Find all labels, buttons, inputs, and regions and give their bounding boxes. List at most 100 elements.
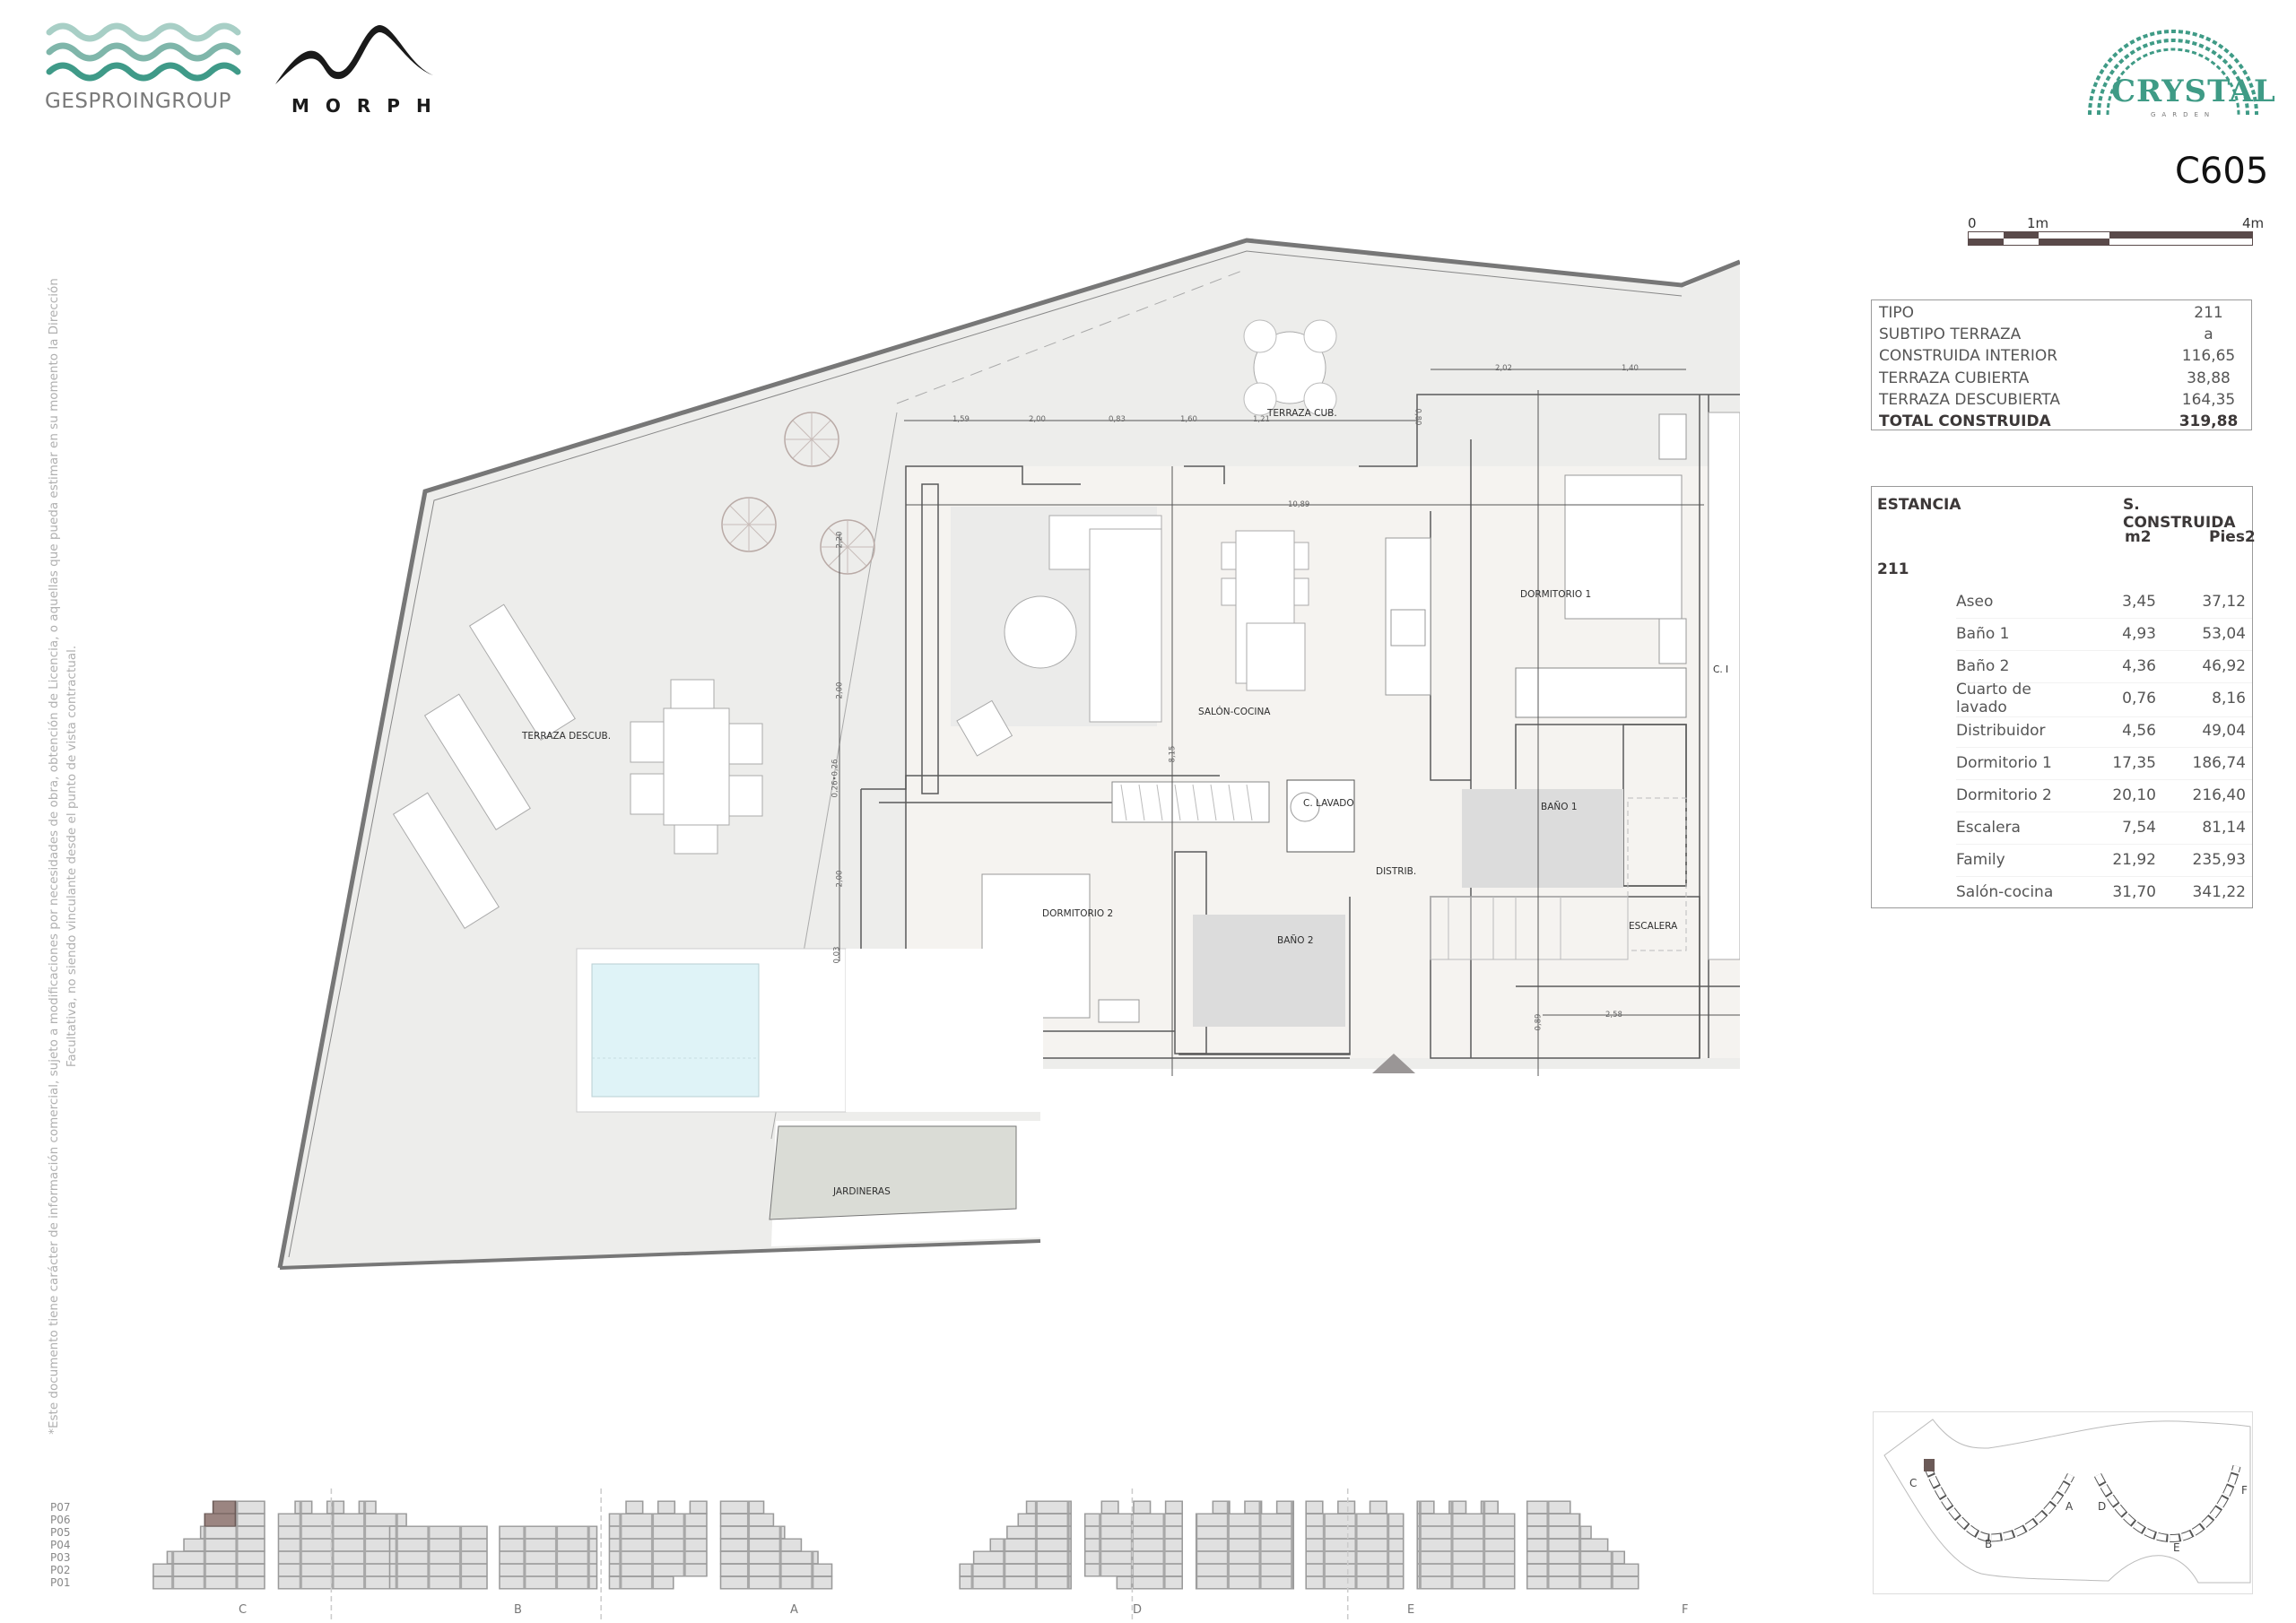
label-dormitorio-1: DORMITORIO 1 xyxy=(1520,589,1592,600)
dim-label: 1,21 xyxy=(1253,415,1270,424)
header-superficie: S. CONSTRUIDA xyxy=(2123,496,2236,532)
summary-label: CONSTRUIDA INTERIOR xyxy=(1879,347,2058,366)
key-plan: C B A D E F xyxy=(1873,1411,2253,1594)
floor-label-p06: P06 xyxy=(50,1514,71,1526)
gesproin-logo: GESPROINGROUP xyxy=(43,22,258,120)
label-dormitorio-2: DORMITORIO 2 xyxy=(1042,908,1114,919)
room-pies2: 216,40 xyxy=(2192,786,2246,804)
label-terraza-cub: TERRAZA CUB. xyxy=(1267,408,1337,419)
summary-label: SUBTIPO TERRAZA xyxy=(1879,325,2022,344)
key-label-a: A xyxy=(2066,1500,2074,1513)
dim-label: 1,60 xyxy=(1180,415,1197,424)
label-jardineras: JARDINERAS xyxy=(833,1186,891,1197)
summary-label: TOTAL CONSTRUIDA xyxy=(1879,412,2051,431)
room-name: Baño 1 xyxy=(1956,625,2010,643)
building-elevation: P07 P06 P05 P04 P03 P02 P01 xyxy=(45,1488,1839,1623)
summary-value: a xyxy=(2204,325,2213,344)
dim-label: 1,59 xyxy=(952,415,970,424)
dim-label: 10,89 xyxy=(1288,500,1310,509)
summary-value: 164,35 xyxy=(2181,390,2236,409)
summary-table: TIPO 211 SUBTIPO TERRAZA a CONSTRUIDA INTE… xyxy=(1871,299,2252,430)
scale-bar-graphic xyxy=(1968,231,2253,246)
dim-label: 0,26•0,26 xyxy=(831,759,840,798)
room-name: Distribuidor xyxy=(1956,722,2046,740)
block-label-f: F xyxy=(1682,1603,1689,1617)
rooms-table: ESTANCIA S. CONSTRUIDA m2 Pies2 211 Aseo… xyxy=(1871,486,2256,908)
room-pies2: 46,92 xyxy=(2202,657,2246,675)
room-m2: 21,92 xyxy=(2112,851,2156,869)
dim-label: 2,02 xyxy=(1495,364,1512,373)
room-pies2: 235,93 xyxy=(2192,851,2246,869)
dim-label: 2,58 xyxy=(1605,1011,1622,1020)
summary-label: TERRAZA CUBIERTA xyxy=(1879,369,2030,387)
block-label-a: A xyxy=(790,1603,798,1617)
summary-row-subtipo: SUBTIPO TERRAZA a xyxy=(1872,324,2251,345)
room-m2: 3,45 xyxy=(2122,593,2156,611)
scale-label-4m: 4m xyxy=(2242,215,2265,231)
waves-icon xyxy=(46,22,241,82)
header-estancia: ESTANCIA xyxy=(1877,496,1961,514)
elevation-blocks xyxy=(152,1488,1639,1623)
key-label-f: F xyxy=(2241,1484,2248,1497)
dim-label: 0,83 xyxy=(1109,415,1126,424)
room-name: Escalera xyxy=(1956,819,2021,837)
room-m2: 7,54 xyxy=(2122,819,2156,837)
floor-plan: TERRAZA DESCUB. TERRAZA CUB. SALÓN-COCIN… xyxy=(277,238,1740,1270)
label-terraza-descub: TERRAZA DESCUB. xyxy=(522,731,612,742)
morph-wordmark: MORPH xyxy=(291,95,448,117)
room-name: Cuarto de lavado xyxy=(1956,681,2031,716)
summary-label: TIPO xyxy=(1879,304,1915,323)
dim-label: 2,00 xyxy=(835,870,845,888)
room-pies2: 341,22 xyxy=(2192,883,2246,901)
dim-label: 2,20 xyxy=(835,531,845,549)
room-m2: 31,70 xyxy=(2112,883,2156,901)
room-name: Salón-cocina xyxy=(1956,883,2054,901)
summary-row-interior: CONSTRUIDA INTERIOR 116,65 xyxy=(1872,345,2251,367)
scale-label-1m: 1m xyxy=(2027,215,2049,231)
site-plan-drawing xyxy=(1883,1419,2251,1584)
arch-icon xyxy=(2088,30,2258,116)
room-pies2: 8,16 xyxy=(2212,690,2246,707)
floor-plan-drawing xyxy=(277,238,1740,1270)
summary-label: TERRAZA DESCUBIERTA xyxy=(1879,390,2060,409)
label-c-cut: C. I xyxy=(1713,664,1729,675)
table-row: Salón-cocina 31,70 341,22 xyxy=(1956,876,2252,908)
key-label-c: C xyxy=(1909,1477,1918,1489)
floor-label-p01: P01 xyxy=(50,1576,71,1589)
block-label-e: E xyxy=(1407,1603,1415,1617)
header-pies2: Pies2 xyxy=(2209,528,2256,546)
morph-logo: MORPH xyxy=(274,20,435,118)
key-label-b: B xyxy=(1985,1538,1993,1550)
summary-row-terraza-descubierta: TERRAZA DESCUBIERTA 164,35 xyxy=(1872,389,2251,411)
dim-label: 1,40 xyxy=(1622,364,1639,373)
scale-bar: 0 1m 4m xyxy=(1968,215,2266,251)
room-name: Family xyxy=(1956,851,2005,869)
highlighted-unit xyxy=(212,1500,237,1515)
key-label-e: E xyxy=(2173,1541,2180,1554)
dim-label: 0,89 xyxy=(1534,1013,1544,1031)
room-name: Baño 2 xyxy=(1956,657,2010,675)
room-m2: 4,93 xyxy=(2122,625,2156,643)
room-name: Aseo xyxy=(1956,593,1994,611)
crystal-wordmark: CRYSTAL xyxy=(2111,74,2276,109)
room-name: Dormitorio 2 xyxy=(1956,786,2052,804)
room-m2: 17,35 xyxy=(2112,754,2156,772)
summary-value: 211 xyxy=(2194,304,2223,323)
dim-label: 8,15 xyxy=(1168,745,1178,763)
garden-wordmark: GARDEN xyxy=(2151,111,2216,118)
table-row: Family 21,92 235,93 xyxy=(1956,844,2252,877)
floor-label-p07: P07 xyxy=(50,1501,71,1514)
gesproin-wordmark: GESPROINGROUP xyxy=(45,90,232,113)
summary-value: 319,88 xyxy=(2179,412,2239,431)
room-m2: 4,56 xyxy=(2122,722,2156,740)
unit-code: C605 xyxy=(2175,151,2269,192)
summary-value: 116,65 xyxy=(2181,347,2236,366)
scale-label-0: 0 xyxy=(1968,215,1977,231)
